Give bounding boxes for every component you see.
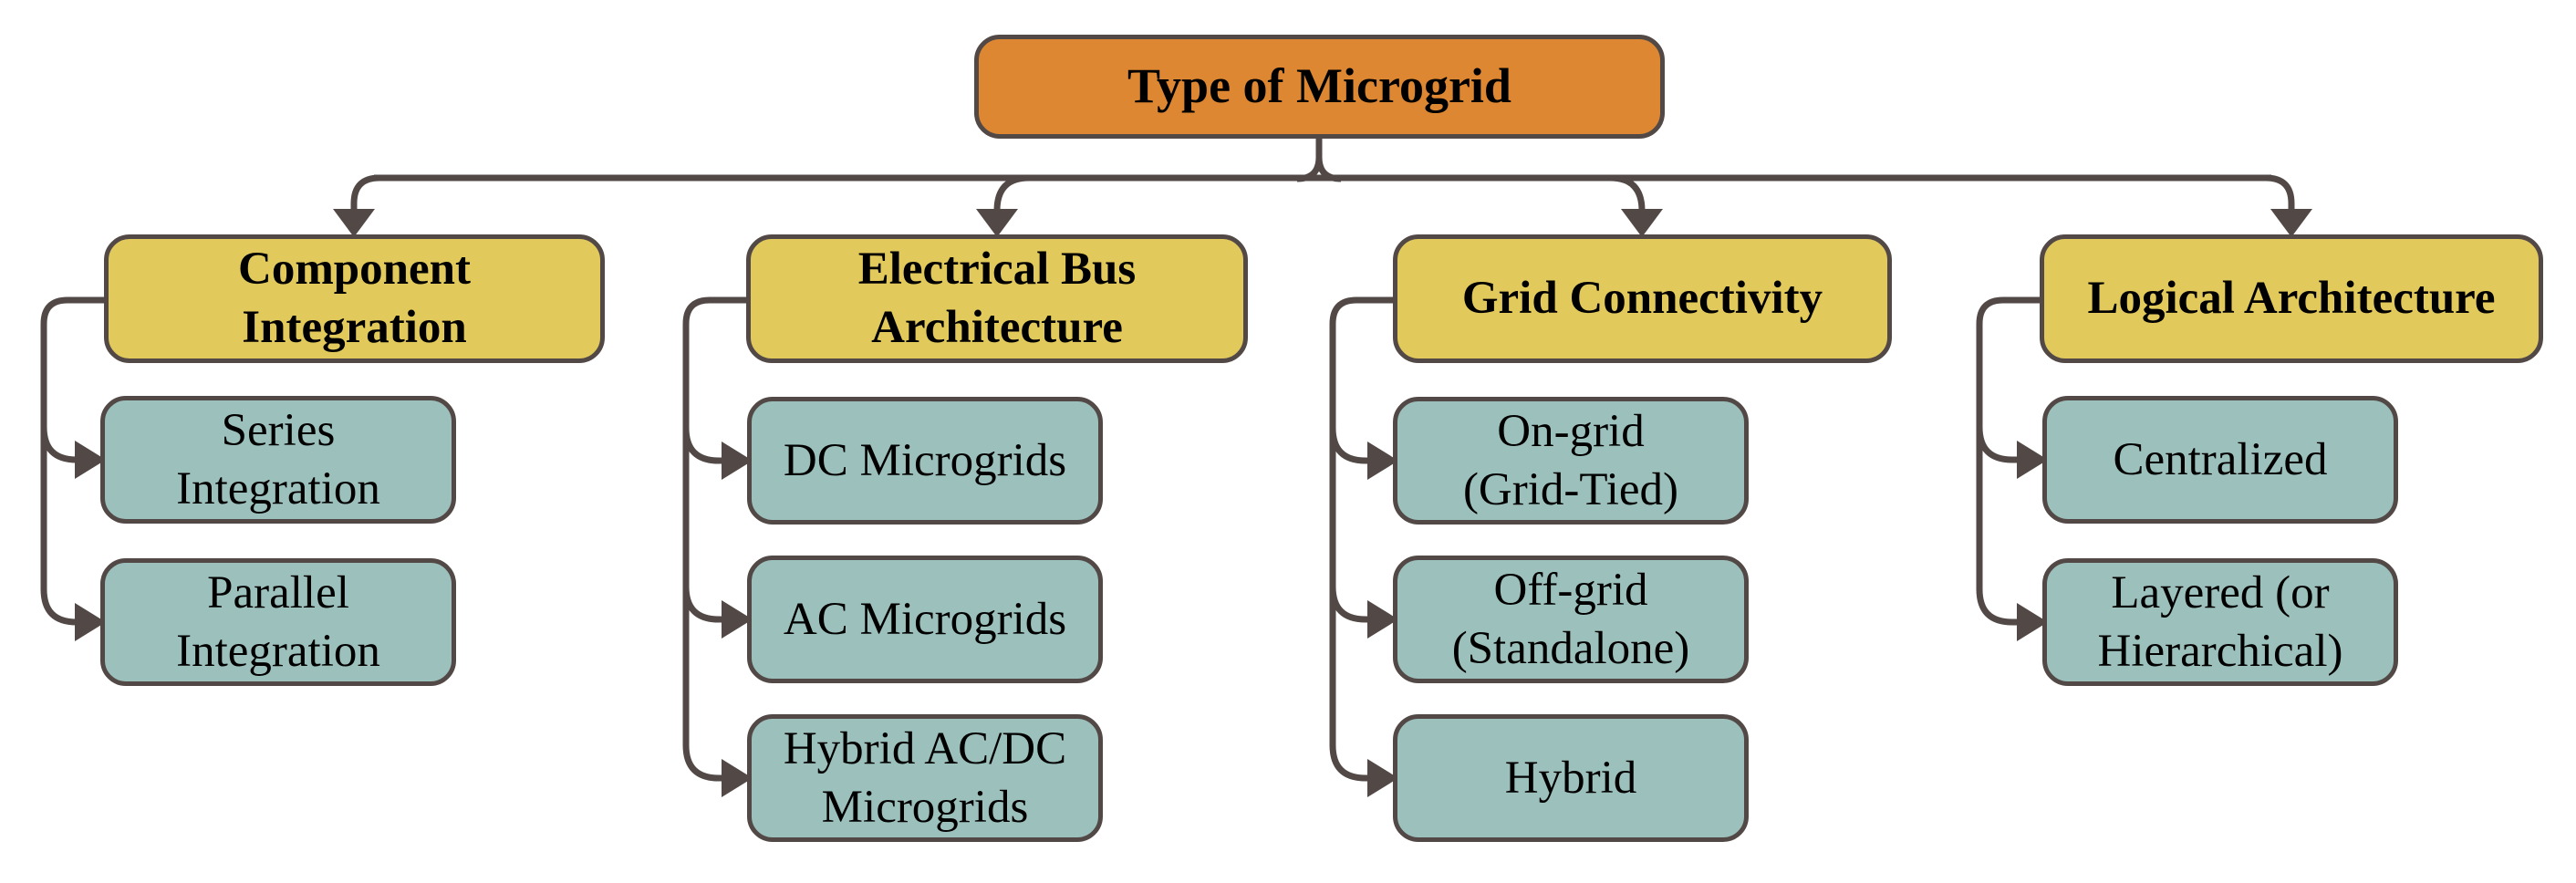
arrow-down-icon xyxy=(333,209,375,237)
branch-connector-col2 xyxy=(682,296,753,797)
arrow-right-icon xyxy=(1367,759,1398,797)
arrow-right-icon xyxy=(722,600,753,639)
item-dc-microgrids: DC Microgrids xyxy=(747,397,1103,525)
category-logical-architecture: Logical Architecture xyxy=(2040,234,2543,363)
item-parallel-integration: Parallel Integration xyxy=(100,558,456,686)
item-on-grid-grid-tied: On-grid (Grid-Tied) xyxy=(1393,397,1749,525)
arrow-right-icon xyxy=(1367,442,1398,480)
item-hybrid-ac-dc-microgrids: Hybrid AC/DC Microgrids xyxy=(747,714,1103,842)
arrow-down-icon xyxy=(2270,209,2312,237)
arrow-right-icon xyxy=(2017,603,2048,641)
arrow-right-icon xyxy=(722,759,753,797)
arrow-right-icon xyxy=(2017,441,2048,479)
arrow-right-icon xyxy=(722,442,753,480)
arrow-down-icon xyxy=(1621,209,1663,237)
arrow-down-icon xyxy=(976,209,1018,237)
item-series-integration: Series Integration xyxy=(100,396,456,524)
item-ac-microgrids: AC Microgrids xyxy=(747,556,1103,683)
item-hybrid: Hybrid xyxy=(1393,714,1749,842)
arrow-right-icon xyxy=(1367,600,1398,639)
item-off-grid-standalone: Off-grid (Standalone) xyxy=(1393,556,1749,683)
branch-connector-col3 xyxy=(1329,296,1398,797)
category-grid-connectivity: Grid Connectivity xyxy=(1393,234,1892,363)
item-layered-or-hierarchical: Layered (or Hierarchical) xyxy=(2042,558,2398,686)
arrow-right-icon xyxy=(75,441,106,479)
root-connector xyxy=(333,139,2312,237)
arrow-right-icon xyxy=(75,603,106,641)
branch-connector-col1 xyxy=(40,296,106,641)
root-node-type-of-microgrid: Type of Microgrid xyxy=(974,35,1665,139)
category-electrical-bus-architecture: Electrical Bus Architecture xyxy=(746,234,1248,363)
branch-connector-col4 xyxy=(1976,296,2048,641)
item-centralized: Centralized xyxy=(2042,396,2398,524)
category-component-integration: Component Integration xyxy=(104,234,605,363)
